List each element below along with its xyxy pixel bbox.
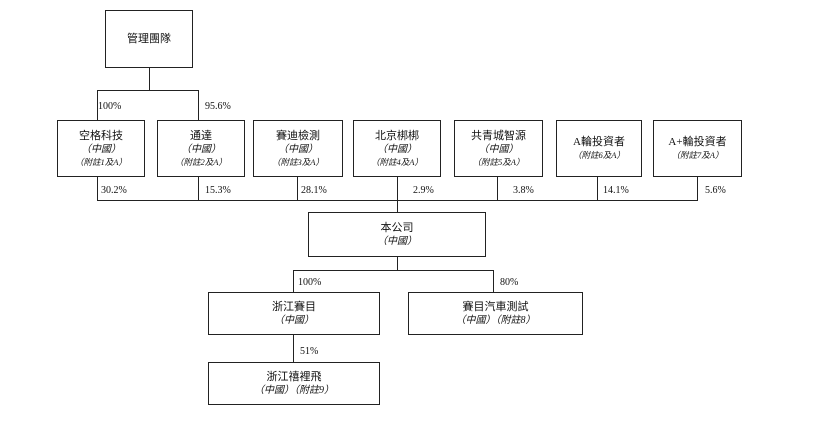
connector <box>198 90 199 120</box>
connector <box>293 270 494 271</box>
shareholder-region: （中國） <box>278 144 318 155</box>
management-pct-2: 95.6% <box>205 101 231 112</box>
shareholder-box: 賽迪檢測 （中國） （附註3及A） <box>253 120 343 177</box>
subsidiary-pct: 100% <box>298 277 322 288</box>
second-tier-pct: 51% <box>300 346 319 357</box>
connector <box>397 177 398 200</box>
connector <box>97 90 98 120</box>
shareholding-pct: 3.8% <box>513 185 534 196</box>
connector <box>198 177 199 200</box>
company-box: 本公司 （中國） <box>308 212 486 257</box>
connector <box>597 177 598 200</box>
subsidiary-pct: 80% <box>500 277 519 288</box>
shareholder-name: 空格科技 <box>79 130 123 142</box>
subsidiary-region: （中國）（附註8） <box>455 315 536 326</box>
shareholder-box: 北京梆梆 （中國） （附註4及A） <box>353 120 441 177</box>
connector <box>149 68 150 90</box>
shareholder-name: 賽迪檢測 <box>276 130 320 142</box>
subsidiary-box: 浙江賽目 （中國） <box>208 292 380 335</box>
shareholder-box: A+輪投資者 （附註7及A） <box>653 120 742 177</box>
subsidiary-region: （中國） <box>274 315 314 326</box>
shareholding-pct: 5.6% <box>705 185 726 196</box>
second-tier-region: （中國）（附註9） <box>254 385 334 396</box>
shareholder-note: （附註6及A） <box>573 150 625 160</box>
second-tier-box: 浙江禧裡飛 （中國）（附註9） <box>208 362 380 405</box>
shareholder-region: （中國） <box>478 144 519 155</box>
connector <box>97 177 98 200</box>
shareholder-region: （中國） <box>81 144 121 155</box>
shareholder-note: （附註4及A） <box>371 157 423 167</box>
management-team-box: 管理團隊 <box>105 10 193 68</box>
shareholder-box: 空格科技 （中國） （附註1及A） <box>57 120 145 177</box>
connector <box>293 270 294 292</box>
connector <box>397 257 398 270</box>
shareholder-name: A輪投資者 <box>573 136 625 148</box>
connector <box>697 177 698 200</box>
connector <box>497 177 498 200</box>
shareholding-pct: 14.1% <box>603 185 629 196</box>
subsidiary-name: 賽目汽車測試 <box>462 301 529 313</box>
shareholder-note: （附註7及A） <box>671 150 724 160</box>
shareholder-name: 北京梆梆 <box>375 130 419 142</box>
shareholder-note: （附註5及A） <box>472 157 525 167</box>
company-name: 本公司 <box>380 222 414 234</box>
subsidiary-name: 浙江賽目 <box>272 301 316 313</box>
shareholder-name: A+輪投資者 <box>668 136 727 148</box>
connector <box>293 335 294 362</box>
shareholder-box: 共青城智源 （中國） （附註5及A） <box>454 120 543 177</box>
shareholder-box: 通達 （中國） （附註2及A） <box>157 120 245 177</box>
shareholder-box: A輪投資者 （附註6及A） <box>556 120 642 177</box>
connector <box>397 200 398 212</box>
connector <box>493 270 494 292</box>
shareholding-pct: 2.9% <box>413 185 434 196</box>
management-pct-1: 100% <box>98 101 122 112</box>
shareholding-pct: 30.2% <box>101 185 127 196</box>
shareholding-pct: 28.1% <box>301 185 327 196</box>
subsidiary-box: 賽目汽車測試 （中國）（附註8） <box>408 292 583 335</box>
connector <box>297 177 298 200</box>
shareholder-name: 共青城智源 <box>471 130 526 142</box>
shareholder-region: （中國） <box>181 144 221 155</box>
company-region: （中國） <box>377 236 417 247</box>
second-tier-name: 浙江禧裡飛 <box>266 371 322 383</box>
shareholder-note: （附註2及A） <box>175 157 227 167</box>
shareholder-note: （附註1及A） <box>75 157 127 167</box>
shareholder-region: （中國） <box>377 144 417 155</box>
shareholder-name: 通達 <box>190 130 212 142</box>
management-team-label: 管理團隊 <box>127 33 171 45</box>
connector <box>97 90 199 91</box>
shareholder-note: （附註3及A） <box>272 157 324 167</box>
shareholding-pct: 15.3% <box>205 185 231 196</box>
